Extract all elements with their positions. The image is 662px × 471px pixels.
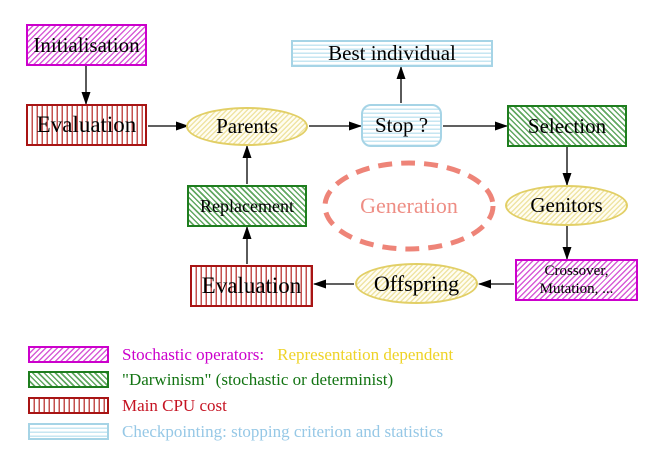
node-parents: Parents: [186, 107, 308, 146]
generation-label-text: Generation: [360, 193, 458, 219]
node-stop-label: Stop ?: [374, 113, 429, 138]
node-best-individual: Best individual: [291, 40, 493, 67]
generation-loop-dashed-ellipse: [322, 160, 496, 252]
node-replacement: Replacement: [187, 185, 307, 227]
node-offspring-label: Offspring: [373, 270, 460, 296]
node-selection: Selection: [507, 105, 627, 147]
generation-loop-label: Generation: [325, 193, 493, 219]
node-crossover-line2: Mutation, ...: [539, 281, 614, 297]
legend-item-darwinism: "Darwinism" (stochastic or determinist): [28, 369, 393, 390]
legend-label-stochastic-operators: Stochastic operators:: [122, 344, 265, 364]
node-crossover-mutation: Crossover, Mutation, ...: [515, 259, 638, 301]
node-genitors: Genitors: [505, 185, 628, 226]
node-evaluation-bottom-label: Evaluation: [201, 272, 302, 298]
legend-item-checkpointing: Checkpointing: stopping criterion and st…: [28, 421, 443, 442]
node-evaluation-bottom: Evaluation: [190, 265, 313, 307]
node-replacement-label: Replacement: [200, 195, 294, 216]
node-best-individual-label: Best individual: [328, 41, 456, 66]
legend-label-representation-dependent: Representation dependent: [277, 344, 454, 364]
node-parents-label: Parents: [216, 114, 278, 139]
node-initialisation: Initialisation: [26, 24, 147, 66]
node-initialisation-label: Initialisation: [33, 32, 140, 57]
legend-label-darwinism: "Darwinism" (stochastic or determinist): [122, 369, 394, 389]
node-crossover-line1: Crossover,: [544, 263, 609, 279]
legend-item-main-cpu-cost: Main CPU cost: [28, 395, 227, 416]
node-evaluation-top: Evaluation: [26, 104, 147, 146]
node-selection-label: Selection: [527, 113, 607, 138]
legend-label-checkpointing: Checkpointing: stopping criterion and st…: [122, 421, 444, 441]
legend-swatch-green-diagonal: [28, 371, 109, 388]
node-genitors-label: Genitors: [530, 193, 603, 218]
node-offspring: Offspring: [355, 263, 478, 304]
node-evaluation-top-label: Evaluation: [36, 111, 137, 137]
node-stop: Stop ?: [361, 104, 442, 147]
legend-swatch-cyan-horizontal: [28, 423, 109, 440]
legend-label-main-cpu-cost: Main CPU cost: [122, 395, 227, 415]
legend-swatch-red-vertical: [28, 397, 109, 414]
legend-item-stochastic-operators: Stochastic operators: Representation dep…: [28, 344, 453, 365]
legend-swatch-magenta-diagonal: [28, 346, 109, 363]
